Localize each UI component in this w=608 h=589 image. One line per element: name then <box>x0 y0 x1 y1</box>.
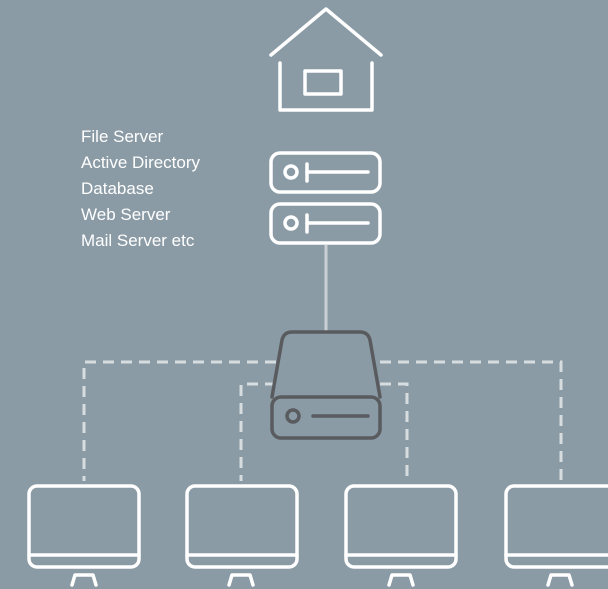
network-switch-icon <box>270 330 382 440</box>
connection-workstation-4 <box>380 360 563 481</box>
server-services-list: File Server Active Directory Database We… <box>81 124 200 254</box>
connection-workstation-1 <box>82 360 276 481</box>
service-label: Web Server <box>81 205 171 224</box>
dashed-connections <box>82 360 563 481</box>
connection-workstation-2 <box>239 382 276 481</box>
monitor-icon <box>504 484 608 587</box>
connection-workstation-3 <box>380 382 409 481</box>
server-rack-icon <box>269 151 382 245</box>
monitor-icon <box>344 484 458 587</box>
monitor-icon <box>27 484 141 587</box>
service-label: Active Directory <box>81 153 201 172</box>
home-icon <box>269 7 383 112</box>
service-label: Mail Server etc <box>81 231 195 250</box>
service-label: Database <box>81 179 154 198</box>
service-label: File Server <box>81 127 164 146</box>
monitor-icon <box>185 484 299 587</box>
